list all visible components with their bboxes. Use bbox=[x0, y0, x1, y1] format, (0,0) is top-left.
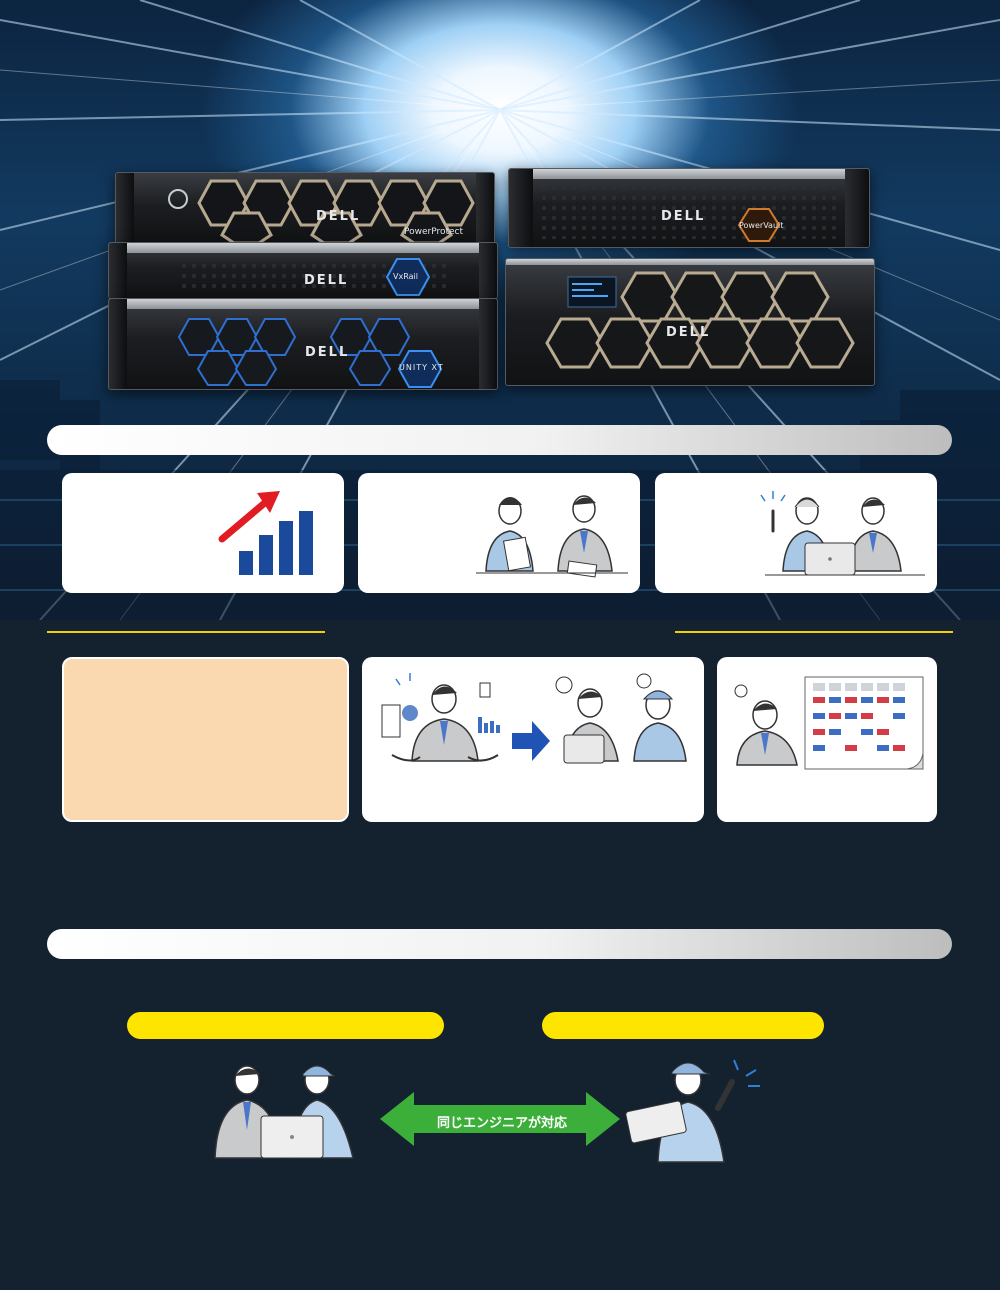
benefit-card-1 bbox=[62, 473, 344, 593]
vxrail-badge bbox=[385, 258, 431, 296]
workload-transfer-icon bbox=[381, 673, 687, 764]
advice-meeting-icon bbox=[760, 491, 925, 576]
hexagon-bezel bbox=[168, 179, 475, 245]
highlight-card bbox=[62, 657, 349, 822]
server-vxrail: DELL VxRail bbox=[108, 242, 498, 299]
problem-card-2 bbox=[717, 657, 937, 822]
server-1-brand: DELL bbox=[316, 209, 361, 224]
problem-card-1 bbox=[362, 657, 704, 822]
server-3-model: UNITY XT bbox=[399, 363, 444, 372]
server-2-brand: DELL bbox=[304, 273, 349, 288]
consultation-icon bbox=[476, 495, 628, 578]
growth-chart-icon bbox=[218, 491, 313, 575]
hexagon-bezel-blue bbox=[177, 318, 443, 388]
benefit-card-2 bbox=[358, 473, 640, 593]
server-unity-xt: DELL UNITY XT bbox=[108, 298, 498, 390]
label-pill-right bbox=[542, 1012, 824, 1039]
server-1-model: PowerProtect bbox=[404, 227, 464, 237]
same-engineer-label: 同じエンジニアが対応 bbox=[437, 1116, 568, 1131]
sales-and-engineer-illustration bbox=[214, 1065, 354, 1159]
double-arrow-icon bbox=[380, 1092, 620, 1146]
server-4u-array: DELL bbox=[505, 258, 875, 386]
divider-line-left bbox=[47, 631, 325, 633]
hexagon-bezel-large bbox=[545, 271, 855, 369]
engineer-with-laptop-illustration bbox=[625, 1059, 760, 1163]
server-powerprotect: DELL PowerProtect bbox=[115, 172, 495, 246]
schedule-calendar-icon bbox=[734, 676, 924, 770]
server-4-model: PowerVault bbox=[739, 221, 784, 230]
server-powervault: DELL PowerVault bbox=[508, 168, 870, 248]
server-3-brand: DELL bbox=[305, 345, 350, 360]
section-heading-bar-1 bbox=[47, 425, 952, 455]
hero-background: DELL PowerProtect DELL VxRail bbox=[0, 0, 1000, 620]
powervault-badge bbox=[737, 208, 781, 242]
divider-line-right bbox=[675, 631, 953, 633]
benefit-card-3 bbox=[655, 473, 937, 593]
server-4-brand: DELL bbox=[661, 209, 706, 224]
server-5-brand: DELL bbox=[666, 325, 711, 340]
section-heading-bar-2 bbox=[47, 929, 952, 959]
server-2-model: VxRail bbox=[393, 272, 418, 281]
label-pill-left bbox=[127, 1012, 444, 1039]
